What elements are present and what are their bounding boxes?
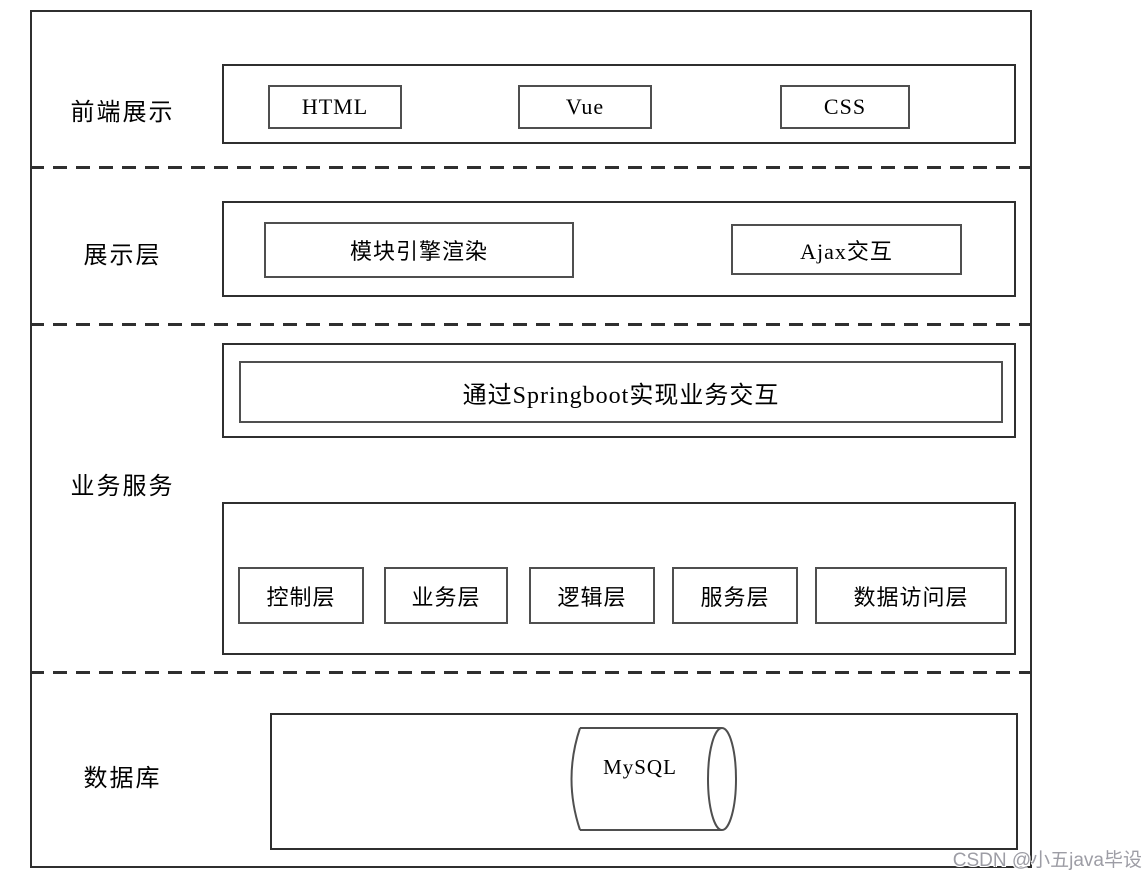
presentation-layer-label: 展示层 [83,243,162,269]
business-layer-label: 业务服务 [70,474,175,500]
database-cylinder-icon [570,727,737,831]
data-access-layer-box: 数据访问层 [815,567,1007,624]
logic-layer-box: 逻辑层 [529,567,655,624]
mysql-label: MySQL [603,755,677,779]
control-layer-box: 控制层 [238,567,364,624]
database-layer-label: 数据库 [83,766,162,792]
presentation-container: 模块引擎渲染 Ajax交互 [222,201,1016,297]
diagram-outer-border [30,10,1032,868]
springboot-interaction-box: 通过Springboot实现业务交互 [239,361,1003,423]
csdn-watermark: CSDN @小五java毕设 [952,850,1142,871]
frontend-layer-label: 前端展示 [70,100,175,126]
row-separator-3 [30,671,1032,674]
html-box: HTML [268,85,402,129]
vue-box: Vue [518,85,652,129]
sublayers-container: 控制层 业务层 逻辑层 服务层 数据访问层 [222,502,1016,655]
service-layer-box: 服务层 [672,567,798,624]
css-box: CSS [780,85,910,129]
row-separator-1 [30,166,1032,169]
ajax-box: Ajax交互 [731,224,962,275]
frontend-container: HTML Vue CSS [222,64,1016,144]
database-container: MySQL [270,713,1018,850]
springboot-container: 通过Springboot实现业务交互 [222,343,1016,438]
row-separator-2 [30,323,1032,326]
business-layer-box: 业务层 [384,567,508,624]
template-engine-box: 模块引擎渲染 [264,222,574,278]
